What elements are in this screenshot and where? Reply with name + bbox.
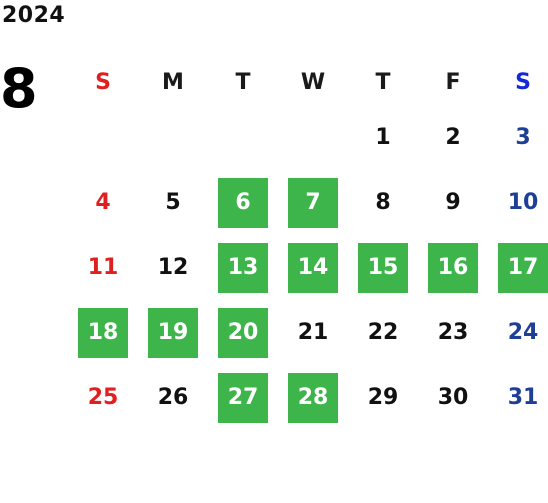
day-number: 22 bbox=[367, 320, 399, 345]
day-number: 20 bbox=[218, 307, 268, 358]
day-number: 26 bbox=[157, 385, 189, 410]
weekday-sunday: S bbox=[95, 70, 111, 95]
calendar-day-5[interactable]: 5 bbox=[138, 170, 208, 235]
calendar-day-12[interactable]: 12 bbox=[138, 235, 208, 300]
day-number bbox=[78, 113, 128, 163]
calendar-day-20[interactable]: 20 bbox=[208, 300, 278, 365]
day-number: 29 bbox=[367, 385, 399, 410]
calendar-day-21[interactable]: 21 bbox=[278, 300, 348, 365]
day-number: 19 bbox=[148, 307, 198, 358]
day-number bbox=[148, 113, 198, 163]
calendar-empty-cell bbox=[208, 105, 278, 170]
day-number: 10 bbox=[507, 190, 539, 215]
calendar-day-31[interactable]: 31 bbox=[488, 365, 548, 430]
calendar-day-23[interactable]: 23 bbox=[418, 300, 488, 365]
calendar-day-2[interactable]: 2 bbox=[418, 105, 488, 170]
day-number: 16 bbox=[428, 242, 478, 293]
calendar-day-16[interactable]: 16 bbox=[418, 235, 488, 300]
calendar-day-10[interactable]: 10 bbox=[488, 170, 548, 235]
calendar-week-row: 1 2 3 bbox=[68, 105, 548, 170]
day-number: 2 bbox=[445, 125, 461, 150]
calendar-day-28[interactable]: 28 bbox=[278, 365, 348, 430]
day-number: 28 bbox=[288, 372, 338, 423]
day-number: 13 bbox=[218, 242, 268, 293]
weekday-wednesday: W bbox=[300, 70, 326, 95]
day-number: 3 bbox=[515, 125, 531, 150]
calendar-day-27[interactable]: 27 bbox=[208, 365, 278, 430]
calendar-day-19[interactable]: 19 bbox=[138, 300, 208, 365]
weekday-tuesday: T bbox=[235, 70, 251, 95]
day-number: 8 bbox=[375, 190, 391, 215]
calendar-day-22[interactable]: 22 bbox=[348, 300, 418, 365]
day-number: 21 bbox=[297, 320, 329, 345]
calendar-day-9[interactable]: 9 bbox=[418, 170, 488, 235]
day-number: 9 bbox=[445, 190, 461, 215]
calendar-day-3[interactable]: 3 bbox=[488, 105, 548, 170]
calendar-day-1[interactable]: 1 bbox=[348, 105, 418, 170]
weekday-monday: M bbox=[162, 70, 184, 95]
weekday-thursday: T bbox=[375, 70, 391, 95]
calendar-day-29[interactable]: 29 bbox=[348, 365, 418, 430]
weekday-header-row: S M T W T F S bbox=[68, 60, 548, 105]
day-number: 7 bbox=[288, 177, 338, 228]
day-number: 18 bbox=[78, 307, 128, 358]
day-number bbox=[288, 113, 338, 163]
calendar-week-row: 25 26 27 28 29 30 31 bbox=[68, 365, 548, 430]
calendar-day-6[interactable]: 6 bbox=[208, 170, 278, 235]
calendar-week-row: 18 19 20 21 22 23 24 bbox=[68, 300, 548, 365]
calendar-day-24[interactable]: 24 bbox=[488, 300, 548, 365]
day-number: 30 bbox=[437, 385, 469, 410]
calendar-day-11[interactable]: 11 bbox=[68, 235, 138, 300]
day-number: 24 bbox=[507, 320, 539, 345]
day-number: 31 bbox=[507, 385, 539, 410]
day-number: 5 bbox=[165, 190, 181, 215]
weekday-saturday: S bbox=[515, 70, 531, 95]
day-number: 27 bbox=[218, 372, 268, 423]
day-number: 14 bbox=[288, 242, 338, 293]
day-number: 6 bbox=[218, 177, 268, 228]
day-number: 25 bbox=[87, 385, 119, 410]
day-number: 1 bbox=[375, 125, 391, 150]
calendar-empty-cell bbox=[68, 105, 138, 170]
day-number: 15 bbox=[358, 242, 408, 293]
calendar-day-30[interactable]: 30 bbox=[418, 365, 488, 430]
day-number: 17 bbox=[498, 242, 548, 293]
weekday-friday: F bbox=[445, 70, 461, 95]
calendar-day-4[interactable]: 4 bbox=[68, 170, 138, 235]
day-number: 11 bbox=[87, 255, 119, 280]
month-number: 8 bbox=[0, 57, 38, 120]
calendar-week-row: 11 12 13 14 15 16 17 bbox=[68, 235, 548, 300]
calendar-day-14[interactable]: 14 bbox=[278, 235, 348, 300]
day-number bbox=[218, 113, 268, 163]
day-number: 4 bbox=[95, 190, 111, 215]
calendar-day-25[interactable]: 25 bbox=[68, 365, 138, 430]
calendar-day-15[interactable]: 15 bbox=[348, 235, 418, 300]
calendar-day-7[interactable]: 7 bbox=[278, 170, 348, 235]
calendar-empty-cell bbox=[138, 105, 208, 170]
calendar-day-17[interactable]: 17 bbox=[488, 235, 548, 300]
calendar-day-13[interactable]: 13 bbox=[208, 235, 278, 300]
day-number: 23 bbox=[437, 320, 469, 345]
calendar-day-18[interactable]: 18 bbox=[68, 300, 138, 365]
calendar-day-26[interactable]: 26 bbox=[138, 365, 208, 430]
year-label: 2024 bbox=[2, 3, 66, 28]
calendar-day-8[interactable]: 8 bbox=[348, 170, 418, 235]
day-number: 12 bbox=[157, 255, 189, 280]
calendar-empty-cell bbox=[278, 105, 348, 170]
